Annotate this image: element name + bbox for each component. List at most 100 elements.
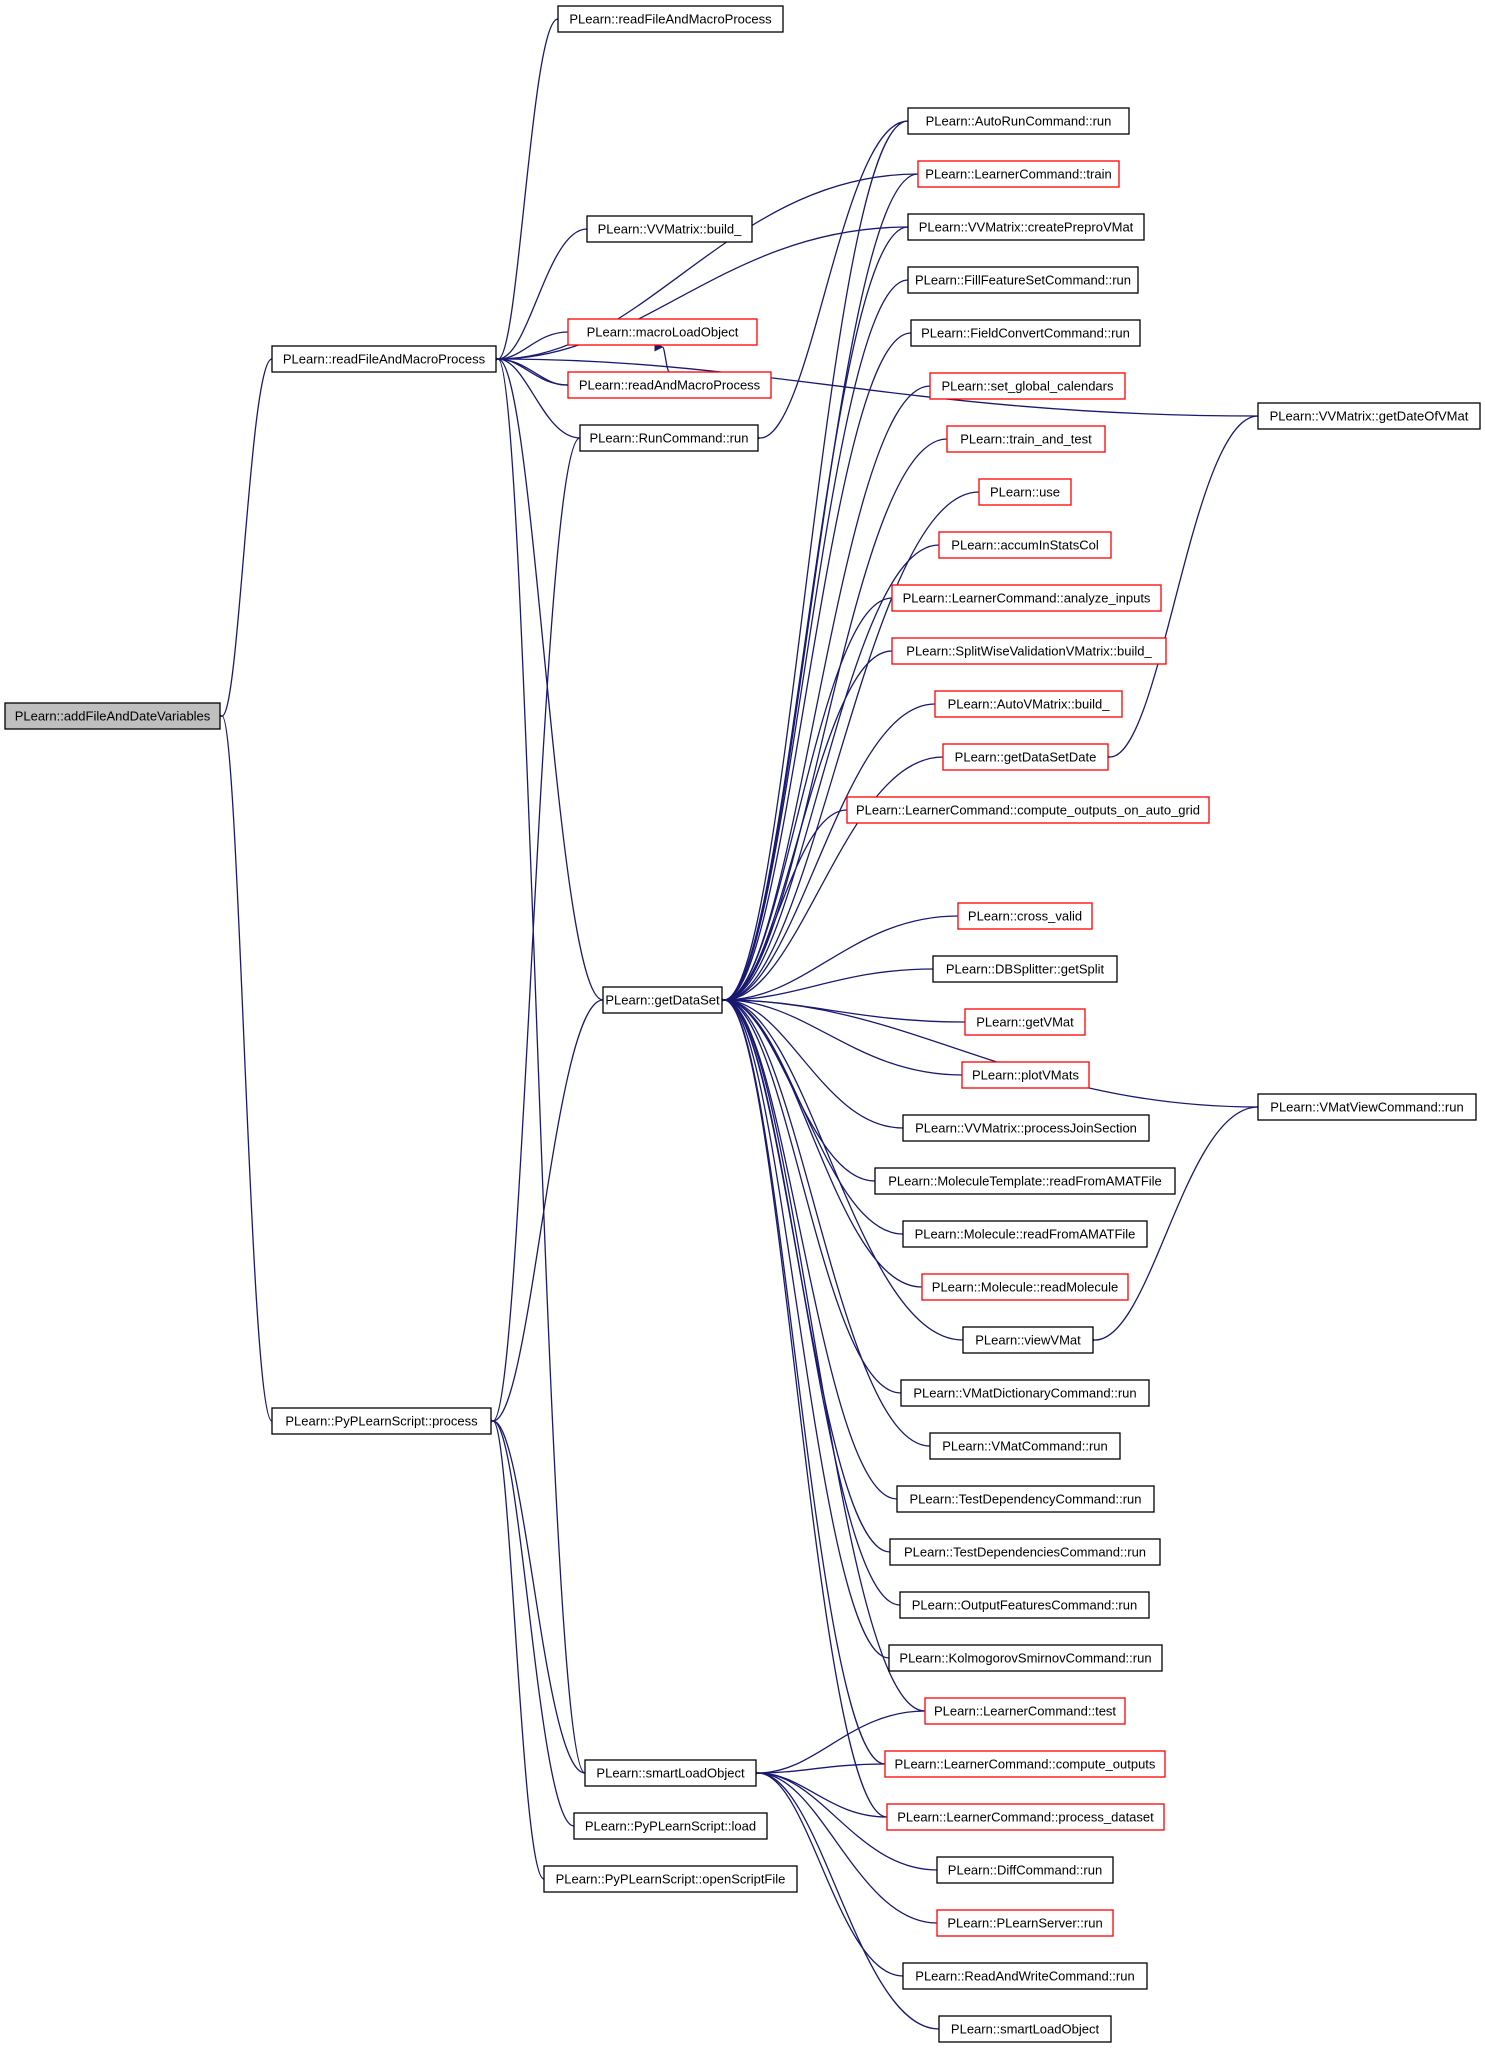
node-box-vmc[interactable] — [929, 1432, 1121, 1460]
node-tdsc[interactable]: PLearn::TestDependenciesCommand::run — [889, 1538, 1161, 1566]
node-box-mrm[interactable] — [921, 1273, 1129, 1301]
node-box-mtrfa[interactable] — [874, 1167, 1176, 1195]
node-box-tdc[interactable] — [896, 1485, 1155, 1513]
node-lcai[interactable]: PLearn::LearnerCommand::analyze_inputs — [891, 584, 1162, 612]
node-box-ramp[interactable] — [567, 371, 772, 399]
node-box-vvmgd[interactable] — [1257, 402, 1481, 430]
node-tat[interactable]: PLearn::train_and_test — [946, 425, 1106, 453]
node-box-rfmp[interactable] — [271, 345, 497, 373]
node-box-vmdc[interactable] — [900, 1379, 1150, 1407]
node-box-avm[interactable] — [934, 690, 1123, 718]
node-runcmd[interactable]: PLearn::RunCommand::run — [579, 424, 759, 452]
node-pls[interactable]: PLearn::PLearnServer::run — [936, 1909, 1114, 1937]
node-box-lcco[interactable] — [884, 1750, 1166, 1778]
node-box-mrfa[interactable] — [902, 1220, 1148, 1248]
node-box-pvm[interactable] — [961, 1061, 1090, 1089]
node-box-lctrain[interactable] — [917, 160, 1120, 188]
node-root[interactable]: PLearn::addFileAndDateVariables — [4, 702, 221, 730]
node-vvmcpv[interactable]: PLearn::VVMatrix::createPreproVMat — [907, 213, 1145, 241]
node-fcc[interactable]: PLearn::FieldConvertCommand::run — [910, 319, 1141, 347]
node-box-runcmd[interactable] — [579, 424, 759, 452]
node-ksc[interactable]: PLearn::KolmogorovSmirnovCommand::run — [888, 1644, 1163, 1672]
node-box-ofc[interactable] — [899, 1591, 1150, 1619]
node-gdsd[interactable]: PLearn::getDataSetDate — [942, 743, 1109, 771]
node-autorun[interactable]: PLearn::AutoRunCommand::run — [907, 107, 1130, 135]
node-box-tdsc[interactable] — [889, 1538, 1161, 1566]
node-rfmp[interactable]: PLearn::readFileAndMacroProcess — [271, 345, 497, 373]
node-box-cv[interactable] — [957, 902, 1093, 930]
node-box-lcpd[interactable] — [886, 1803, 1165, 1831]
node-box-swv[interactable] — [891, 637, 1167, 665]
node-box-lctest[interactable] — [924, 1697, 1126, 1725]
node-box-use[interactable] — [978, 478, 1072, 506]
node-box-slo2[interactable] — [938, 2015, 1112, 2043]
node-tdc[interactable]: PLearn::TestDependencyCommand::run — [896, 1485, 1155, 1513]
node-ffsc[interactable]: PLearn::FillFeatureSetCommand::run — [907, 266, 1139, 294]
node-box-accum[interactable] — [938, 531, 1112, 559]
node-ramp[interactable]: PLearn::readAndMacroProcess — [567, 371, 772, 399]
node-vvmpjs[interactable]: PLearn::VVMatrix::processJoinSection — [902, 1114, 1150, 1142]
node-mrm[interactable]: PLearn::Molecule::readMolecule — [921, 1273, 1129, 1301]
node-box-pls[interactable] — [936, 1909, 1114, 1937]
node-cv[interactable]: PLearn::cross_valid — [957, 902, 1093, 930]
node-box-lcai[interactable] — [891, 584, 1162, 612]
node-gds[interactable]: PLearn::getDataSet — [602, 986, 723, 1014]
node-box-ksc[interactable] — [888, 1644, 1163, 1672]
node-vvmbuild[interactable]: PLearn::VVMatrix::build_ — [586, 215, 753, 243]
node-vmdc[interactable]: PLearn::VMatDictionaryCommand::run — [900, 1379, 1150, 1407]
node-ofc[interactable]: PLearn::OutputFeaturesCommand::run — [899, 1591, 1150, 1619]
node-box-rfmp2[interactable] — [557, 5, 784, 33]
node-box-dbs[interactable] — [932, 955, 1118, 983]
node-vmc[interactable]: PLearn::VMatCommand::run — [929, 1432, 1121, 1460]
node-box-mlo[interactable] — [567, 318, 758, 346]
node-box-gvm[interactable] — [964, 1008, 1086, 1036]
node-box-ppsopen[interactable] — [543, 1865, 798, 1893]
node-pps[interactable]: PLearn::PyPLearnScript::process — [271, 1407, 492, 1435]
node-box-vvmpjs[interactable] — [902, 1114, 1150, 1142]
node-box-pps[interactable] — [271, 1407, 492, 1435]
node-box-vmvc[interactable] — [1257, 1093, 1477, 1121]
node-box-gds[interactable] — [602, 986, 723, 1014]
node-diff[interactable]: PLearn::DiffCommand::run — [936, 1856, 1114, 1884]
node-box-vvmbuild[interactable] — [586, 215, 753, 243]
node-ppsload[interactable]: PLearn::PyPLearnScript::load — [573, 1812, 768, 1840]
node-box-fcc[interactable] — [910, 319, 1141, 347]
node-box-slo[interactable] — [584, 1759, 757, 1787]
node-lcpd[interactable]: PLearn::LearnerCommand::process_dataset — [886, 1803, 1165, 1831]
node-swv[interactable]: PLearn::SplitWiseValidationVMatrix::buil… — [891, 637, 1167, 665]
node-box-diff[interactable] — [936, 1856, 1114, 1884]
node-box-rawc[interactable] — [902, 1962, 1148, 1990]
node-box-autorun[interactable] — [907, 107, 1130, 135]
node-rawc[interactable]: PLearn::ReadAndWriteCommand::run — [902, 1962, 1148, 1990]
node-box-vvmcpv[interactable] — [907, 213, 1145, 241]
node-vmvc[interactable]: PLearn::VMatViewCommand::run — [1257, 1093, 1477, 1121]
node-dbs[interactable]: PLearn::DBSplitter::getSplit — [932, 955, 1118, 983]
node-box-ppsload[interactable] — [573, 1812, 768, 1840]
node-box-root[interactable] — [4, 702, 221, 730]
node-sgc[interactable]: PLearn::set_global_calendars — [929, 372, 1126, 400]
node-lccoag[interactable]: PLearn::LearnerCommand::compute_outputs_… — [846, 796, 1210, 824]
node-box-lccoag[interactable] — [846, 796, 1210, 824]
node-slo2[interactable]: PLearn::smartLoadObject — [938, 2015, 1112, 2043]
node-box-tat[interactable] — [946, 425, 1106, 453]
node-slo[interactable]: PLearn::smartLoadObject — [584, 1759, 757, 1787]
node-lctrain[interactable]: PLearn::LearnerCommand::train — [917, 160, 1120, 188]
node-box-vv[interactable] — [962, 1326, 1094, 1354]
node-mlo[interactable]: PLearn::macroLoadObject — [567, 318, 758, 346]
node-vv[interactable]: PLearn::viewVMat — [962, 1326, 1094, 1354]
node-mtrfa[interactable]: PLearn::MoleculeTemplate::readFromAMATFi… — [874, 1167, 1176, 1195]
node-lcco[interactable]: PLearn::LearnerCommand::compute_outputs — [884, 1750, 1166, 1778]
node-pvm[interactable]: PLearn::plotVMats — [961, 1061, 1090, 1089]
node-use[interactable]: PLearn::use — [978, 478, 1072, 506]
node-ppsopen[interactable]: PLearn::PyPLearnScript::openScriptFile — [543, 1865, 798, 1893]
node-accum[interactable]: PLearn::accumInStatsCol — [938, 531, 1112, 559]
node-lctest[interactable]: PLearn::LearnerCommand::test — [924, 1697, 1126, 1725]
node-rfmp2[interactable]: PLearn::readFileAndMacroProcess — [557, 5, 784, 33]
node-vvmgd[interactable]: PLearn::VVMatrix::getDateOfVMat — [1257, 402, 1481, 430]
node-box-gdsd[interactable] — [942, 743, 1109, 771]
node-box-ffsc[interactable] — [907, 266, 1139, 294]
node-gvm[interactable]: PLearn::getVMat — [964, 1008, 1086, 1036]
node-box-sgc[interactable] — [929, 372, 1126, 400]
node-avm[interactable]: PLearn::AutoVMatrix::build_ — [934, 690, 1123, 718]
node-mrfa[interactable]: PLearn::Molecule::readFromAMATFile — [902, 1220, 1148, 1248]
